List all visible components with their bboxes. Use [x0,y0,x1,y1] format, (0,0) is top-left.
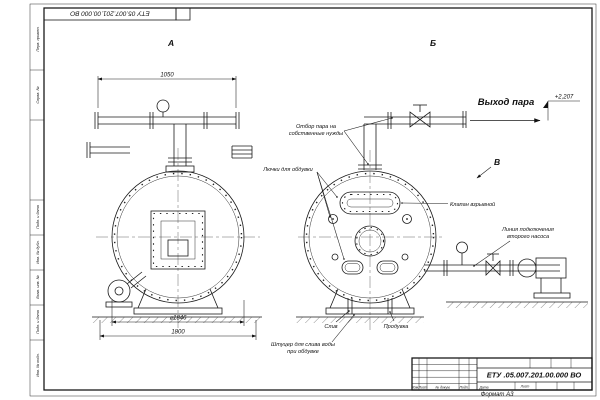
blowdown-label: Продувка [384,324,409,330]
title-col-label: № докум. [436,386,451,390]
view-b-support [296,288,424,323]
fitting-label-line1: Штуцер для слива воды [271,342,335,348]
top-stamp-doc-number: ЕТУ 05.007.201.00.000 ВО [70,10,150,17]
explosion-valve-label: Клапан взрывной [450,201,495,208]
hatches-label: Лючки для обдувки [262,167,313,173]
blow-hatches [328,214,412,261]
takeoff-label-line1: Отбор пара на [296,124,336,130]
format-label: Формат А3 [481,392,514,398]
bottom-hatches [341,260,399,275]
frame-field: Перв. примен. [36,26,40,51]
title-sheet-label: Лист [520,385,530,389]
explosion-valve-hatch [339,191,401,215]
view-a-label: А [167,38,174,48]
boiler-door [150,210,206,270]
view-b-boiler-front: Б [296,38,588,332]
title-doc-number: ЕТУ .05.007.201.00.000 ВО [487,371,582,380]
takeoff-label-line2: собственные нужды [289,131,343,137]
pump-casing [517,258,537,278]
view-b-label: Б [430,38,436,48]
drain-label: Слив [324,324,337,330]
frame-field: Инв. № дубл. [36,240,40,263]
pump-line-label-line1: Линия подключения [501,227,554,233]
view-a-support [92,288,262,323]
steam-valve [409,111,421,128]
title-col-label: Изм. [412,386,419,390]
fitting-label-line2: при обдувке [287,349,319,355]
elevation-value: +2,207 [555,95,574,101]
view-v-arrow [476,166,492,179]
frame-field: Инв. № подл. [36,353,40,377]
pump-valve [485,260,494,276]
pump-motor [535,257,567,279]
view-a-top-piping [94,99,240,173]
frame-field: Взам. инв. № [36,275,40,298]
view-a-right-nozzle [231,145,253,159]
title-block: ЕТУ .05.007.201.00.000 ВО Изм. Лист № до… [411,357,593,398]
steam-outlet-piping: Выход пара +2,207 [358,95,580,170]
safety-valve [156,99,170,113]
burner-fan [105,271,147,308]
frame-field: Подп. и дата [36,310,40,334]
center-manhole [354,225,386,257]
frame-field: Справ. № [36,86,40,103]
pressure-gauge [456,241,468,254]
view-a-dimensions: 1050 ⌀1846 1800 [97,73,257,340]
dim-1050: 1050 [160,73,174,79]
sheet-frame: Перв. примен. Справ. № Подп. и дата Инв.… [29,3,597,397]
frame-field: Подп. и дата [36,205,40,229]
view-a-left-nozzle [86,142,130,158]
title-col-label: Дата [479,386,489,390]
title-col-label: Подп. [459,386,468,390]
pump-line-label-line2: второго насоса [507,234,549,240]
annotations: Отбор пара на собственные нужды Лючки дл… [262,117,554,355]
view-v-label: В [494,157,500,167]
dim-1800: 1800 [171,330,185,336]
dim-diameter: ⌀1846 [170,316,188,322]
feed-pump-piping [424,241,588,308]
steam-out-label: Выход пара [478,97,535,108]
title-col-label: Лист [418,386,428,390]
elevation-mark-icon [543,101,548,108]
view-a-boiler-front: А [86,38,262,340]
